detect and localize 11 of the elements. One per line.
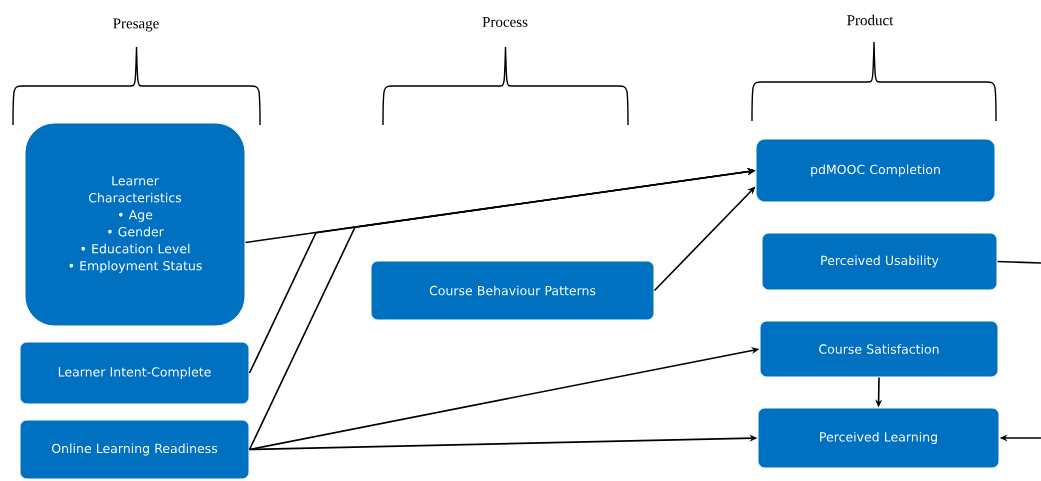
process-box: Online Learning Readiness (19, 419, 250, 480)
process-box: Perceived Usability (761, 232, 998, 291)
column-heading: Process (482, 17, 528, 27)
process-box: Course Behaviour Patterns (370, 260, 655, 321)
process-box: pdMOOC Completion (755, 138, 996, 203)
process-box: Learner Characteristics • Age • Gender • Education Level • Employment Status (24, 122, 246, 327)
process-box: Course Satisfaction (759, 320, 999, 378)
process-box: Learner Intent-Complete (19, 341, 250, 405)
column-heading: Presage (113, 18, 159, 32)
column-heading: Product (847, 14, 894, 26)
process-box: Perceived Learning (757, 407, 1000, 469)
